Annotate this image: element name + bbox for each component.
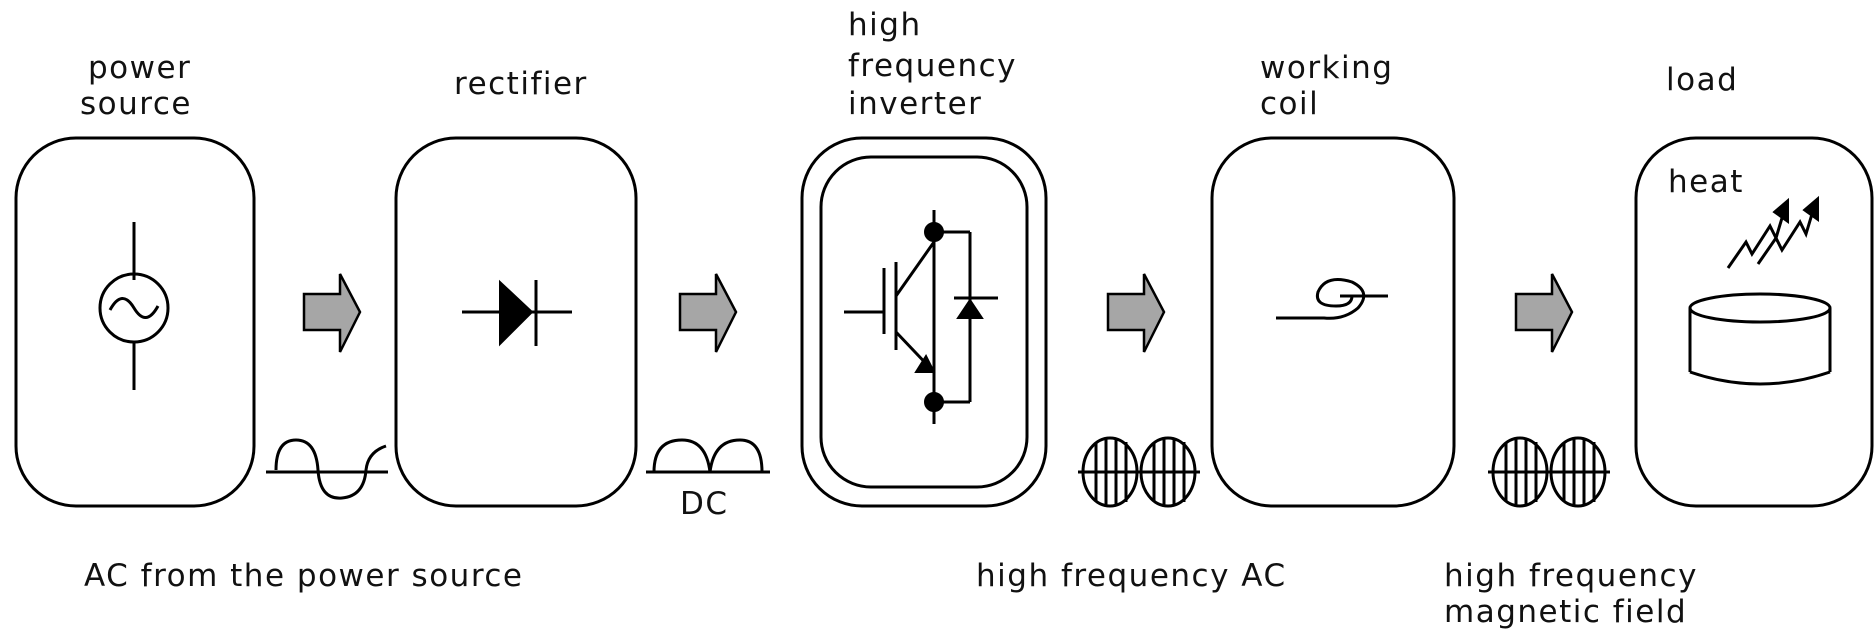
power-source-label-line1: power bbox=[88, 50, 191, 86]
hf-ac-waveform-icon bbox=[1078, 436, 1200, 508]
heated-pot-symbol-icon bbox=[1688, 195, 1832, 386]
working-coil-label-line1: working bbox=[1260, 50, 1393, 86]
dc-label: DC bbox=[680, 486, 729, 522]
ac-from-source-caption: AC from the power source bbox=[84, 558, 524, 594]
coil-symbol-icon bbox=[1276, 278, 1388, 320]
flow-arrow-4 bbox=[1514, 273, 1574, 353]
hf-ac-caption: high frequency AC bbox=[976, 558, 1287, 594]
dc-waveform-icon bbox=[646, 438, 770, 474]
inverter-label-line1: high bbox=[848, 7, 922, 43]
flow-arrow-2 bbox=[678, 273, 738, 353]
ac-source-symbol-icon bbox=[98, 222, 170, 390]
power-source-box bbox=[14, 136, 256, 508]
working-coil-box bbox=[1210, 136, 1456, 508]
ac-waveform-icon bbox=[266, 438, 388, 500]
inverter-box-inner bbox=[819, 155, 1029, 489]
heat-label: heat bbox=[1668, 164, 1744, 200]
inverter-label-line3: inverter bbox=[848, 86, 982, 122]
rectifier-label: rectifier bbox=[454, 66, 588, 102]
igbt-symbol-icon bbox=[844, 210, 998, 424]
hf-magnetic-caption-line2: magnetic field bbox=[1444, 594, 1687, 629]
hf-magnetic-caption-line1: high frequency bbox=[1444, 558, 1698, 594]
magnetic-field-waveform-icon bbox=[1488, 436, 1610, 508]
flow-arrow-1 bbox=[302, 273, 362, 353]
flow-arrow-3 bbox=[1106, 273, 1166, 353]
diode-symbol-icon bbox=[462, 279, 572, 347]
working-coil-label-line2: coil bbox=[1260, 86, 1319, 122]
load-label: load bbox=[1666, 62, 1738, 98]
power-source-label-line2: source bbox=[80, 86, 192, 122]
inverter-label-line2: frequency bbox=[848, 48, 1017, 84]
